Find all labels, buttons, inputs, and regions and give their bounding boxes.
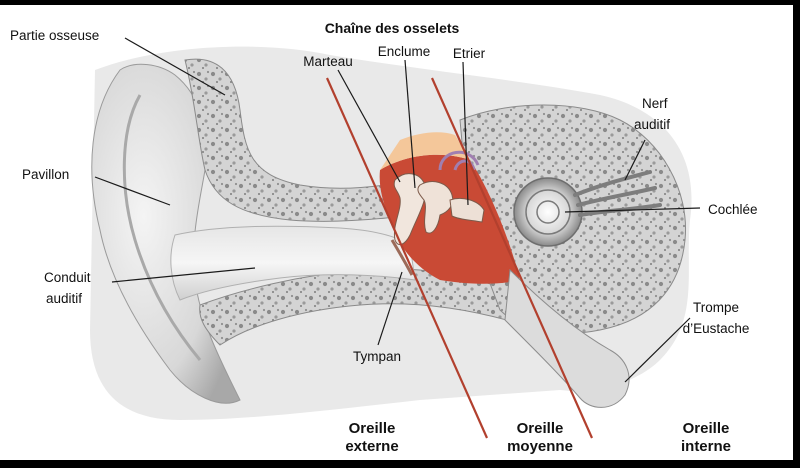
incus-shape: [417, 181, 454, 234]
leader-enclume: [404, 59, 416, 189]
label-trompe-line2: d’Eustache: [683, 321, 750, 336]
leader-trompe: [624, 317, 691, 383]
label-enclume: Enclume: [378, 44, 431, 59]
tympanic-membrane: [390, 239, 414, 276]
leader-tympan: [377, 271, 403, 346]
auditory-canal: [170, 225, 416, 301]
leader-marteau: [337, 69, 401, 183]
label-tympan: Tympan: [353, 349, 401, 364]
label-pavillon: Pavillon: [22, 167, 69, 182]
leader-etrier: [462, 61, 469, 206]
label-marteau: Marteau: [303, 54, 353, 69]
label-etrier: Etrier: [453, 46, 486, 61]
leader-conduit: [111, 267, 256, 283]
eustachian-tube: [504, 268, 630, 408]
region-externe-line1: Oreille: [349, 420, 396, 437]
stapes-shape: [449, 197, 485, 223]
region-externe-line2: externe: [345, 438, 398, 455]
label-nerf-line1: Nerf: [642, 96, 668, 111]
label-nerf-line2: auditif: [634, 117, 670, 132]
region-moyenne-line2: moyenne: [507, 438, 573, 455]
pinna-inner-fold: [122, 94, 202, 361]
label-trompe-line1: Trompe: [693, 300, 739, 315]
label-partie-osseuse: Partie osseuse: [10, 28, 99, 43]
leader-cochlee: [564, 207, 701, 213]
middle-ear-glow: [380, 132, 470, 170]
leader-partie-osseuse: [124, 37, 226, 96]
label-cochlee: Cochlée: [708, 202, 758, 217]
label-conduit-line1: Conduit: [44, 270, 91, 285]
diagram-title: Chaîne des osselets: [325, 20, 460, 36]
region-interne-line1: Oreille: [683, 420, 730, 437]
cochlea-spiral-2: [536, 200, 560, 224]
divider-external-middle: [325, 77, 489, 439]
leader-pavillon: [94, 176, 171, 206]
divider-middle-inner: [430, 77, 594, 439]
region-interne-line2: interne: [681, 438, 731, 455]
label-conduit-line2: auditif: [46, 291, 82, 306]
leader-nerf: [624, 139, 646, 181]
region-moyenne-line1: Oreille: [517, 420, 564, 437]
semicircular-canals: [438, 150, 480, 171]
